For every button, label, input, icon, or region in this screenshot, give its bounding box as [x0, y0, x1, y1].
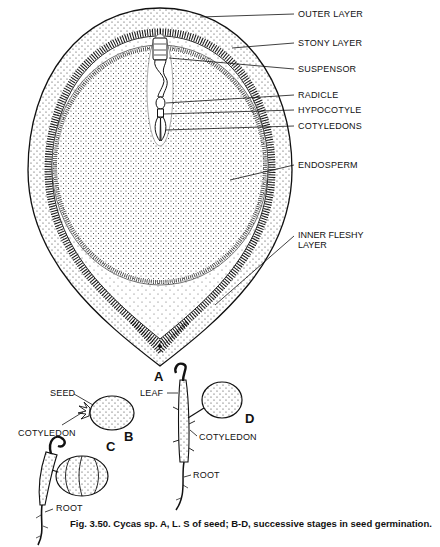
- seed-section: [28, 8, 292, 366]
- part-label: COTYLEDON: [18, 428, 76, 438]
- label-anchor: COTYLEDON: [199, 432, 257, 442]
- part-label: LEAF: [140, 388, 163, 398]
- leaf: [175, 364, 185, 381]
- label-anchor: COTYLEDON: [18, 428, 76, 438]
- label-anchor: RADICLE: [298, 90, 338, 100]
- label-anchor: A: [154, 370, 163, 385]
- suspensor: [155, 60, 168, 97]
- part-label: SUSPENSOR: [298, 64, 356, 74]
- part-label: INNER FLESHY LAYER: [298, 230, 388, 251]
- label-anchor: D: [245, 412, 254, 427]
- root: [176, 462, 184, 510]
- seed: [90, 396, 134, 430]
- stony-layer-tip: [132, 322, 188, 352]
- part-label: ROOT: [193, 470, 220, 480]
- seed: [56, 456, 108, 496]
- hypocotyle: [158, 109, 164, 117]
- rootlets: [36, 515, 48, 538]
- label-anchor: SEED: [50, 388, 75, 398]
- leader-line: [230, 165, 294, 180]
- figure-letter: B: [124, 430, 133, 445]
- hooked-shoot: [50, 437, 65, 454]
- label-anchor: SUSPENSOR: [298, 64, 356, 74]
- embryo-cavity: [147, 34, 173, 146]
- stony-layer: [48, 32, 272, 344]
- inner-fleshy-layer: [48, 32, 272, 344]
- leader-line: [165, 126, 294, 130]
- label-anchor: LEAF: [140, 388, 163, 398]
- label-anchor: B: [124, 430, 133, 445]
- part-label: ENDOSPERM: [298, 160, 358, 170]
- label-anchor: ENDOSPERM: [298, 160, 358, 170]
- cotyledon-tips: [78, 402, 90, 419]
- cotyledon-right: [161, 117, 166, 141]
- leader-line: [45, 509, 53, 512]
- radicle: [156, 97, 165, 109]
- leader-line: [200, 14, 294, 17]
- figure-caption: Fig. 3.50. Cycas sp. A, L. S of seed; B-…: [70, 519, 436, 530]
- label-anchor: COTYLEDONS: [298, 121, 362, 131]
- leader-line: [169, 58, 294, 69]
- leader-line: [166, 95, 294, 103]
- part-label: SEED: [50, 388, 75, 398]
- leader-line: [62, 394, 93, 425]
- stem: [179, 380, 190, 462]
- part-label: COTYLEDONS: [298, 121, 362, 131]
- leader-line: [232, 43, 294, 48]
- label-anchor: HYPOCOTYLE: [298, 105, 362, 115]
- label-anchor: INNER FLESHY LAYER: [298, 230, 388, 251]
- outer-layer: [28, 8, 292, 366]
- cotyledon-left: [155, 117, 160, 141]
- rootlets: [176, 485, 188, 500]
- seed: [202, 382, 242, 418]
- leader-line: [167, 393, 197, 477]
- caption-anchor: Fig. 3.50. Cycas sp. A, L. S of seed; B-…: [70, 519, 436, 530]
- leader-line: [215, 236, 294, 305]
- seed-stalk: [188, 408, 204, 418]
- label-anchor: STONY LAYER: [298, 38, 362, 48]
- label-anchor: C: [106, 440, 115, 455]
- part-label: COTYLEDON: [199, 432, 257, 442]
- label-anchor: ROOT: [193, 470, 220, 480]
- part-label: ROOT: [56, 503, 83, 513]
- label-anchor: OUTER LAYER: [298, 9, 363, 19]
- label-anchor: ROOT: [56, 503, 83, 513]
- figure-letter: C: [106, 440, 115, 455]
- seedling: [39, 452, 57, 505]
- figure-letter: D: [245, 412, 254, 427]
- part-label: HYPOCOTYLE: [298, 105, 362, 115]
- part-label: OUTER LAYER: [298, 9, 363, 19]
- stem-spikes: [173, 407, 195, 451]
- suspensor-coil: [154, 44, 166, 55]
- suspensor-top: [153, 38, 167, 60]
- part-label: STONY LAYER: [298, 38, 362, 48]
- leader-lines: [164, 14, 294, 305]
- root: [38, 505, 42, 545]
- figure-letter: A: [154, 370, 163, 385]
- inner-fleshy-stipple: [48, 32, 272, 344]
- part-label: RADICLE: [298, 90, 338, 100]
- germination-stage-b: [62, 394, 134, 430]
- leader-line: [164, 110, 294, 114]
- seed-ribs: [66, 456, 99, 496]
